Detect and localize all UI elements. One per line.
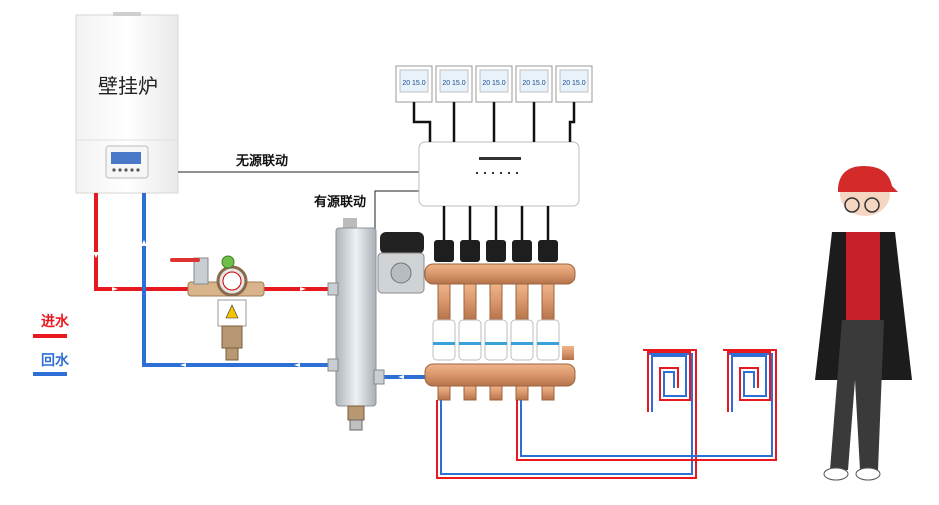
thermostat-4: 20 15.0 <box>515 65 553 142</box>
temperature-controller <box>418 141 580 207</box>
thermostat-display: 20 15.0 <box>562 80 585 87</box>
boiler-display-icon <box>111 152 141 164</box>
supply-pipe <box>94 193 333 291</box>
linkage-wires <box>178 171 420 245</box>
thermostat-5: 20 15.0 <box>555 65 593 142</box>
thermostat-display: 20 15.0 <box>482 80 505 87</box>
boiler-label: 壁挂炉 <box>98 76 158 98</box>
thermostat-1: 20 15.0 <box>395 65 433 142</box>
legend-return-swatch <box>33 372 67 376</box>
manifold-loop-5 <box>536 206 560 401</box>
dirt-separator-valve <box>170 255 265 361</box>
manifold-loop-1 <box>432 206 456 401</box>
thermostat-2: 20 15.0 <box>435 65 473 142</box>
active-link-label: 有源联动 <box>314 194 367 209</box>
thermostat-3: 20 15.0 <box>475 65 513 142</box>
floor-heating-coils <box>647 351 771 412</box>
thermostat-wire <box>568 102 576 142</box>
manifold-loop-3 <box>484 206 508 401</box>
thermostat-display: 20 15.0 <box>442 80 465 87</box>
coil-1 <box>647 351 691 412</box>
thermostat-wire <box>412 102 432 142</box>
wall-boiler <box>75 12 179 194</box>
manifold-loops <box>432 206 560 401</box>
thermostats: 20 15.0 20 15.0 20 15.0 20 15.0 20 15.0 <box>395 65 593 142</box>
manifold-loop-2 <box>458 206 482 401</box>
legend-supply-swatch <box>33 334 67 338</box>
flow-arrows <box>93 240 404 379</box>
manifold-loop-4 <box>510 206 534 401</box>
floor-pipe-runs <box>436 349 777 479</box>
thermostat-display: 20 15.0 <box>402 80 425 87</box>
legend-return-label: 回水 <box>41 352 69 368</box>
person-illustration <box>815 166 912 481</box>
hydraulic-separator <box>327 218 385 431</box>
coil-2 <box>727 351 771 412</box>
passive-link-label: 无源联动 <box>236 153 289 168</box>
thermostat-display: 20 15.0 <box>522 80 545 87</box>
circulation-pump <box>377 232 425 294</box>
legend-supply-label: 进水 <box>41 313 69 329</box>
